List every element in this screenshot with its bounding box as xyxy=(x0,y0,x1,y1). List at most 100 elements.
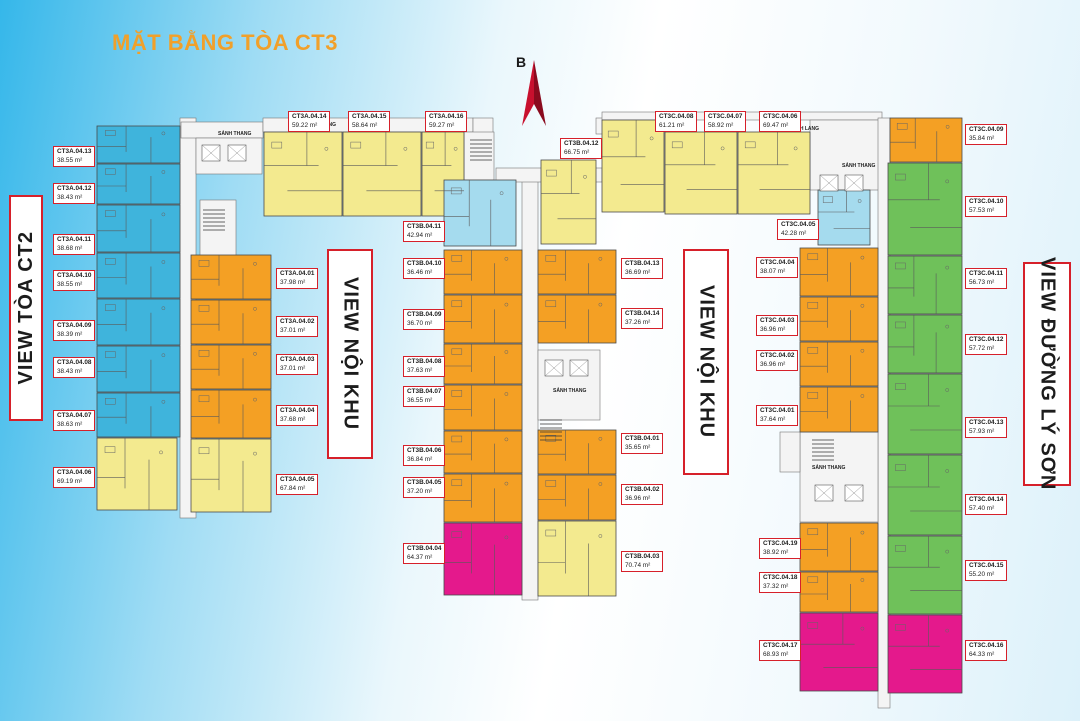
apartment-code: CT3C.04.12 xyxy=(969,336,1004,343)
apartment-area: 37.63 m² xyxy=(407,366,433,374)
apartment-code: CT3A.04.03 xyxy=(280,356,315,363)
apartment-area: 35.84 m² xyxy=(969,134,995,142)
fixture-mark xyxy=(793,146,798,151)
fixture-mark xyxy=(253,397,257,402)
apartment-unit xyxy=(601,119,665,213)
furniture-mark xyxy=(198,350,210,357)
furniture-mark xyxy=(198,447,210,455)
fixture-mark xyxy=(860,303,865,308)
apartment-unit xyxy=(443,522,523,596)
apartment-unit xyxy=(537,474,617,521)
fixture-mark xyxy=(504,350,509,354)
fixture-mark xyxy=(161,306,166,311)
fixture-mark xyxy=(598,256,603,261)
apartment-code: CT3A.04.15 xyxy=(352,113,387,120)
apartment-area: 57.93 m² xyxy=(969,427,995,435)
elevator-cross xyxy=(844,484,864,502)
fixture-mark xyxy=(324,146,329,151)
fixture-mark xyxy=(945,265,950,270)
apartment-area: 38.43 m² xyxy=(57,193,83,201)
apartment-code: CT3C.04.01 xyxy=(760,407,795,414)
furniture-mark xyxy=(451,300,463,308)
fixture-mark xyxy=(857,199,862,203)
fixture-mark xyxy=(720,146,725,151)
apartment-code: CT3A.04.10 xyxy=(57,272,92,279)
apartment-code: CT3B.04.08 xyxy=(407,358,442,365)
apartment-area: 69.47 m² xyxy=(763,121,789,129)
apartment-unit xyxy=(537,294,617,344)
fixture-mark xyxy=(583,174,587,179)
elevator-cross xyxy=(844,174,864,192)
apartment-code: CT3C.04.16 xyxy=(969,642,1004,649)
apartment-area: 38.55 m² xyxy=(57,280,83,288)
apartment-unit xyxy=(537,429,617,475)
apartment-unit xyxy=(889,117,963,163)
corridor-label-c: HÀNH LANG xyxy=(789,126,819,132)
apartment-area: 36.69 m² xyxy=(625,268,651,276)
apartment-code: CT3A.04.09 xyxy=(57,322,92,329)
furniture-mark xyxy=(895,173,906,181)
apartment-unit xyxy=(96,345,181,393)
furniture-mark xyxy=(895,545,906,552)
apartment-unit xyxy=(799,386,879,433)
furniture-mark xyxy=(105,351,116,358)
apartment-area: 67.84 m² xyxy=(280,484,306,492)
fixture-mark xyxy=(504,392,509,396)
fixture-mark xyxy=(945,124,950,129)
fixture-mark xyxy=(860,530,865,535)
apartment-code: CT3B.04.03 xyxy=(625,553,660,560)
apartment-unit xyxy=(443,179,517,247)
furniture-mark xyxy=(271,141,283,149)
apartment-code: CT3C.04.09 xyxy=(969,126,1004,133)
